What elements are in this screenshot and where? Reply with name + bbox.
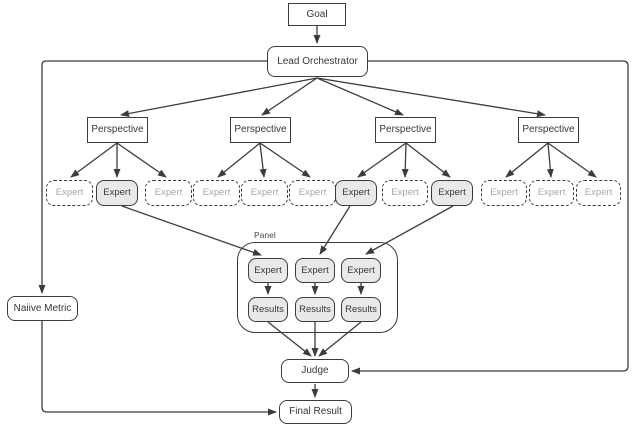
expert-node-5: Expert bbox=[241, 180, 288, 206]
final-result-node: Final Result bbox=[279, 400, 352, 424]
perspective-node-4: Perspective bbox=[518, 117, 579, 143]
expert-node-6: Expert bbox=[289, 180, 336, 206]
expert-node-11: Expert bbox=[529, 180, 574, 206]
panel-label: Panel bbox=[254, 230, 276, 240]
panel-expert-node-2: Expert bbox=[295, 258, 335, 283]
goal-node: Goal bbox=[288, 3, 346, 26]
expert-node-2: Expert bbox=[96, 180, 138, 206]
perspective-node-1: Perspective bbox=[87, 117, 148, 143]
panel-expert-node-1: Expert bbox=[248, 258, 288, 283]
panel-expert-node-3: Expert bbox=[341, 258, 381, 283]
expert-node-7: Expert bbox=[335, 180, 377, 206]
expert-node-10: Expert bbox=[481, 180, 527, 206]
perspective-node-2: Perspective bbox=[230, 117, 291, 143]
results-node-3: Results bbox=[341, 297, 381, 322]
lead-orchestrator-node: Lead Orchestrator bbox=[267, 46, 368, 77]
expert-node-1: Expert bbox=[46, 180, 93, 206]
results-node-2: Results bbox=[295, 297, 335, 322]
expert-node-8: Expert bbox=[382, 180, 428, 206]
expert-node-3: Expert bbox=[145, 180, 192, 206]
results-node-1: Results bbox=[248, 297, 288, 322]
naiive-metric-node: Naiive Metric bbox=[7, 296, 78, 321]
expert-node-12: Expert bbox=[576, 180, 621, 206]
expert-node-4: Expert bbox=[193, 180, 240, 206]
expert-node-9: Expert bbox=[431, 180, 473, 206]
perspective-node-3: Perspective bbox=[375, 117, 436, 143]
judge-node: Judge bbox=[281, 359, 349, 383]
